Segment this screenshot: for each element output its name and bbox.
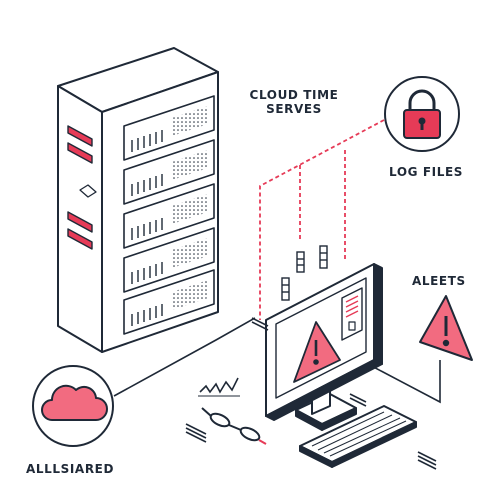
alerts-label: ALEETS bbox=[412, 274, 466, 288]
ground-hatching bbox=[185, 317, 437, 470]
line-to-alert bbox=[344, 351, 441, 404]
cloud-icon bbox=[32, 365, 114, 447]
line-to-cloud bbox=[113, 317, 256, 397]
padlock-icon bbox=[384, 76, 460, 152]
glasses-icon bbox=[201, 407, 267, 445]
rack-side-slots bbox=[67, 125, 93, 250]
packet-2 bbox=[296, 251, 305, 273]
computer-monitor-icon bbox=[265, 263, 383, 431]
packet-3 bbox=[319, 245, 328, 269]
warning-triangle-icon bbox=[419, 295, 473, 361]
bay-vents bbox=[172, 106, 208, 310]
log-files-label: LOG FILES bbox=[389, 165, 463, 179]
bay-slits bbox=[131, 130, 163, 326]
packet-1 bbox=[281, 277, 290, 301]
cloud-time-label-line2: SERVES bbox=[266, 102, 322, 116]
cloud-time-label: CLOUD TIME SERVES bbox=[242, 88, 346, 116]
cloud-time-label-line1: CLOUD TIME bbox=[249, 88, 339, 102]
cloud-storage-label: ALLLSIARED bbox=[26, 462, 115, 476]
dashed-data-lines bbox=[259, 119, 385, 320]
server-rack-icon bbox=[57, 47, 219, 353]
bar-chart-icon bbox=[198, 377, 240, 397]
keyboard-icon bbox=[299, 405, 417, 468]
data-packets bbox=[281, 245, 328, 301]
rack-logo bbox=[79, 184, 97, 198]
